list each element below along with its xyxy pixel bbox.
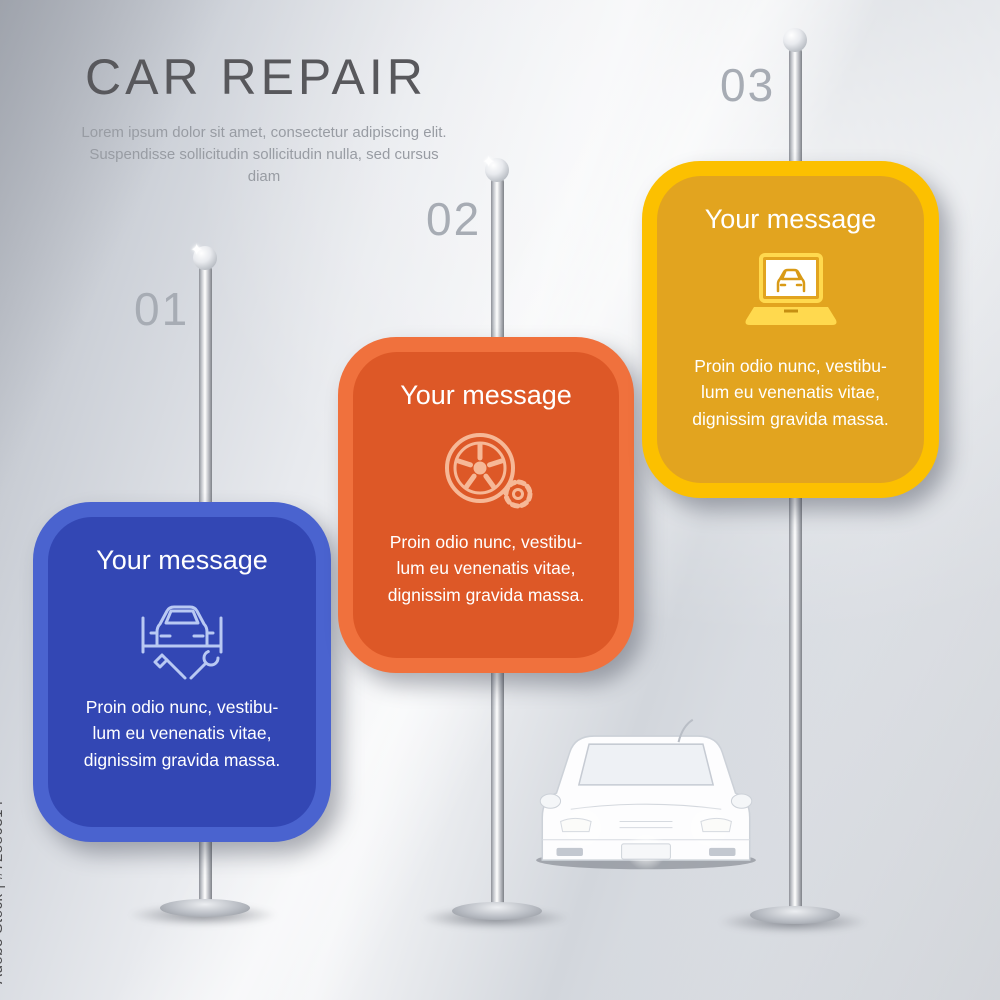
step-card-3: Your message [642, 161, 939, 498]
body-line: lum eu venenatis vitae, [92, 723, 272, 744]
step-1-heading: Your message [96, 545, 268, 575]
subtitle-line-1: Lorem ipsum dolor sit amet, consectetur … [81, 124, 447, 141]
step-2-body: Proin odio nunc, vestibu- lum eu venenat… [388, 529, 584, 608]
body-line: dignissim gravida massa. [83, 749, 281, 770]
laptop-car-icon [735, 247, 847, 347]
step-card-2-panel: Your message [353, 352, 619, 658]
step-2-heading: Your message [400, 380, 572, 410]
page-title: CAR REPAIR [85, 49, 427, 105]
step-3-body: Proin odio nunc, vestibu- lum eu venenat… [692, 353, 888, 432]
body-line: lum eu venenatis vitae, [701, 382, 880, 403]
step-number-1: 01 [134, 283, 190, 335]
step-number-3: 03 [720, 59, 776, 111]
step-card-1-panel: Your message [48, 517, 316, 827]
pole-base [750, 906, 840, 924]
sparkle-icon: ✦ [482, 154, 496, 171]
step-1-body: Proin odio nunc, vestibu- lum eu venenat… [84, 694, 280, 773]
pole-base [452, 902, 542, 920]
car-lift-icon [127, 588, 237, 688]
sparkle-icon: ✦ [190, 242, 204, 259]
step-card-2: Your message [338, 337, 634, 673]
body-line: dignissim gravida massa. [387, 584, 585, 605]
watermark: Adobe Stock | #72880314 [0, 800, 6, 984]
body-line: dignissim gravida massa. [692, 408, 889, 429]
step-number-2: 02 [426, 193, 482, 245]
pole-top-ball [783, 28, 807, 52]
wheel-gear-icon [434, 423, 538, 523]
pole-base [160, 899, 250, 917]
subtitle-line-2: Suspendisse sollicitudin sollicitudin nu… [89, 145, 439, 185]
car-silhouette [526, 714, 766, 872]
body-line: Proin odio nunc, vestibu- [694, 356, 887, 376]
body-line: Proin odio nunc, vestibu- [85, 697, 279, 717]
body-line: lum eu venenatis vitae, [396, 558, 576, 579]
step-card-3-panel: Your message [657, 176, 924, 483]
step-card-1: Your message [33, 502, 331, 842]
step-3-heading: Your message [704, 204, 877, 234]
subtitle: Lorem ipsum dolor sit amet, consectetur … [78, 122, 450, 187]
body-line: Proin odio nunc, vestibu- [389, 532, 583, 552]
